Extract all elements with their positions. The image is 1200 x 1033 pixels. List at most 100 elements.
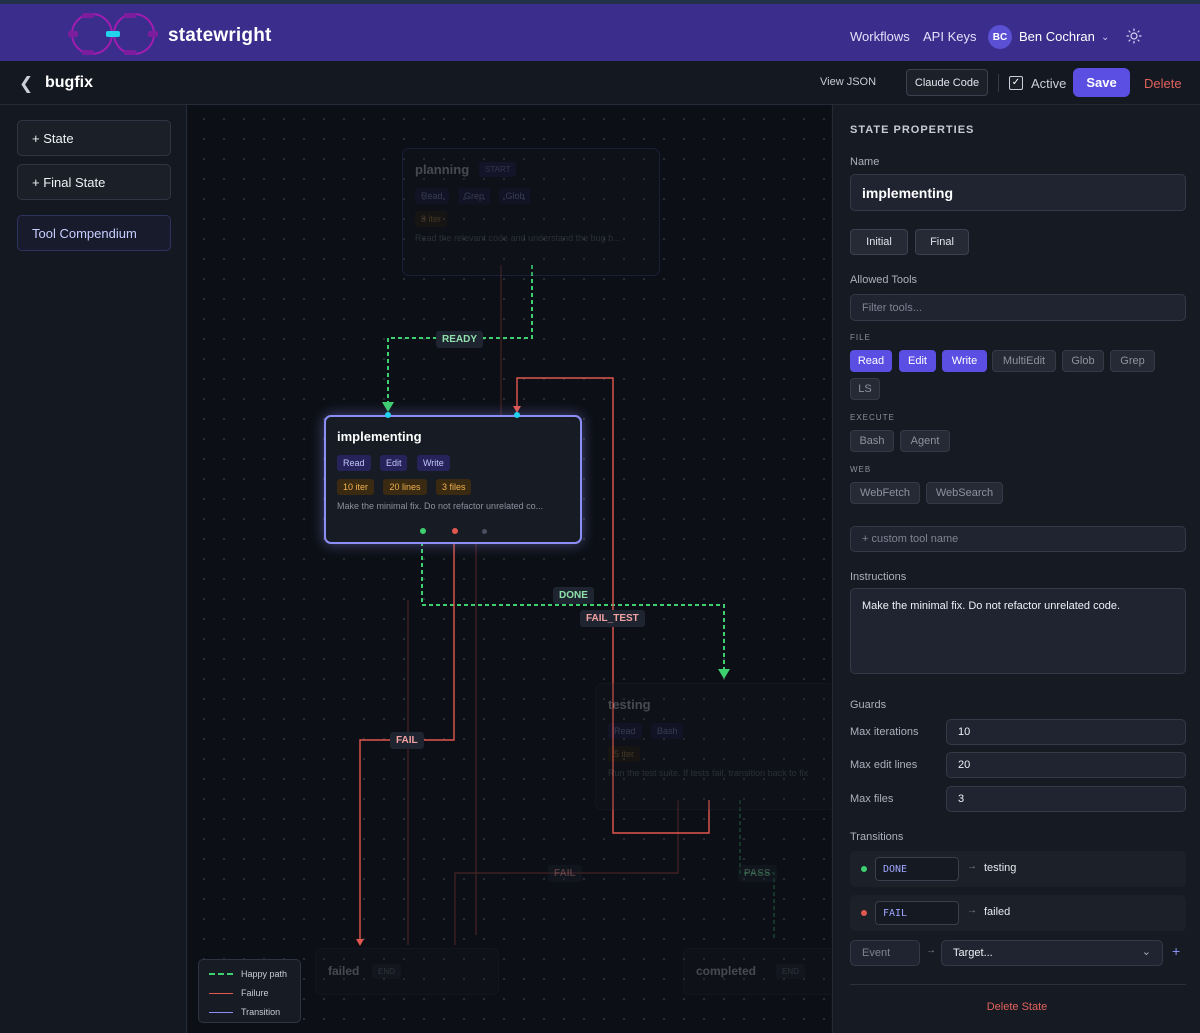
workflow-header: ❮ bugfix View JSON Claude Code ✓ Active …: [0, 61, 1200, 105]
failure-handle[interactable]: [452, 528, 458, 534]
tool-tag: Write: [416, 455, 450, 471]
node-description: Read the relevant code and understand th…: [415, 233, 621, 243]
node-planning[interactable]: planning START Read Grep Glob 8 iter Rea…: [402, 148, 660, 276]
save-button[interactable]: Save: [1073, 68, 1130, 97]
workflow-name: bugfix: [45, 74, 93, 91]
tool-chip-write[interactable]: Write: [942, 350, 987, 372]
theme-toggle-icon[interactable]: [1126, 28, 1142, 44]
delete-state-button[interactable]: Delete State: [986, 1001, 1048, 1013]
max-iterations-input[interactable]: 10: [946, 719, 1186, 745]
initial-button[interactable]: Initial: [850, 229, 908, 255]
claude-code-button[interactable]: Claude Code: [906, 69, 988, 96]
tool-chip-read[interactable]: Read: [850, 350, 892, 372]
arrow-right-icon: →: [967, 905, 977, 916]
transition-event-input[interactable]: FAIL: [875, 901, 959, 925]
guard-tag: 5 iter: [608, 746, 641, 762]
view-json-button[interactable]: View JSON: [820, 76, 877, 88]
tool-chip-bash[interactable]: Bash: [850, 430, 894, 452]
edge-testing-fail: [454, 800, 679, 945]
tool-chip-grep[interactable]: Grep: [1110, 350, 1155, 372]
edge-ready-arrow: [382, 402, 394, 412]
add-state-button[interactable]: + State: [17, 120, 171, 156]
node-title: testing: [608, 697, 651, 712]
tool-tag: Read: [337, 455, 371, 471]
user-name[interactable]: Ben Cochran: [1019, 29, 1095, 44]
node-title: implementing: [337, 429, 422, 444]
edge-fail-arrow: [356, 939, 364, 946]
back-icon[interactable]: ❮: [19, 74, 34, 93]
tool-chip-glob[interactable]: Glob: [1062, 350, 1104, 372]
edge-label-ready[interactable]: READY: [436, 331, 484, 348]
target-select[interactable]: Target... ⌄: [941, 940, 1163, 966]
tool-compendium-button[interactable]: Tool Compendium: [17, 215, 171, 251]
section-web: WEB: [850, 465, 872, 474]
delete-workflow-button[interactable]: Delete: [1144, 76, 1182, 91]
node-title: completed: [696, 964, 757, 978]
legend-failure: Failure: [209, 988, 269, 998]
state-name-input[interactable]: implementing: [850, 174, 1186, 211]
start-badge: START: [479, 162, 517, 177]
guards-label: Guards: [850, 699, 887, 711]
filter-tools-input[interactable]: Filter tools...: [850, 294, 1186, 321]
nav-workflows[interactable]: Workflows: [850, 29, 910, 44]
chevron-down-icon[interactable]: ⌄: [1101, 32, 1110, 43]
tool-tag: Read: [608, 723, 642, 739]
target-select-label: Target...: [953, 947, 993, 959]
add-final-state-button[interactable]: + Final State: [17, 164, 171, 200]
node-failed[interactable]: failed END: [315, 948, 499, 995]
node-implementing[interactable]: implementing Read Edit Write 10 iter 20 …: [324, 415, 582, 544]
section-execute: EXECUTE: [850, 413, 895, 422]
edge-label-done[interactable]: DONE: [553, 587, 594, 604]
tool-tag: Bash: [650, 723, 684, 739]
node-completed[interactable]: completed END: [683, 948, 831, 995]
custom-tool-input[interactable]: + custom tool name: [850, 526, 1186, 552]
transitions-label: Transitions: [850, 831, 904, 843]
final-button[interactable]: Final: [915, 229, 969, 255]
edge-done: [421, 535, 725, 671]
instructions-textarea[interactable]: Make the minimal fix. Do not refactor un…: [850, 588, 1186, 674]
legend-happy: Happy path: [209, 969, 287, 979]
max-edit-lines-input[interactable]: 20: [946, 752, 1186, 778]
legend-label: Happy path: [241, 969, 288, 979]
new-event-input[interactable]: Event: [850, 940, 920, 966]
transition-target[interactable]: failed: [984, 906, 1011, 918]
transition-handle[interactable]: [482, 529, 487, 534]
tool-chip-agent[interactable]: Agent: [900, 430, 950, 452]
max-files-input[interactable]: 3: [946, 786, 1186, 812]
active-checkbox[interactable]: ✓: [1009, 76, 1023, 90]
tool-chip-edit[interactable]: Edit: [899, 350, 936, 372]
happy-handle[interactable]: [420, 528, 426, 534]
tool-chip-ls[interactable]: LS: [850, 378, 880, 400]
top-nav: statewright Workflows API Keys BC Ben Co…: [0, 0, 1200, 61]
edge-label-pass[interactable]: PASS: [738, 865, 777, 882]
add-transition-button[interactable]: +: [1172, 943, 1181, 959]
node-testing[interactable]: testing Read Bash 5 iter Run the test su…: [595, 683, 831, 810]
tool-chip-websearch[interactable]: WebSearch: [926, 482, 1003, 504]
edge-fail-test-arrow: [513, 406, 521, 413]
legend: Happy path Failure Transition: [198, 959, 301, 1023]
edge-label-fail-testing[interactable]: FAIL: [548, 865, 582, 882]
guard-tag: 3 files: [435, 479, 472, 495]
tool-tag: Grep: [457, 188, 490, 204]
end-badge: END: [776, 964, 805, 979]
input-handle[interactable]: [514, 412, 520, 418]
transition-target[interactable]: testing: [984, 862, 1017, 874]
input-handle[interactable]: [385, 412, 391, 418]
tool-tag: Glob: [499, 188, 531, 204]
guard-tag: 20 lines: [383, 479, 427, 495]
edge-ready: [387, 265, 533, 404]
transition-event-input[interactable]: DONE: [875, 857, 959, 881]
nav-api-keys[interactable]: API Keys: [923, 29, 977, 44]
legend-transition: Transition: [209, 1007, 280, 1017]
arrow-right-icon: →: [926, 945, 936, 956]
left-sidebar: + State + Final State Tool Compendium: [0, 105, 187, 1033]
transition-row: DONE → testing: [850, 851, 1186, 887]
workflow-canvas[interactable]: planning START Read Grep Glob 8 iter Rea…: [188, 105, 831, 1033]
edge-label-fail[interactable]: FAIL: [390, 732, 424, 749]
max-files-label: Max files: [850, 793, 894, 805]
tool-tag: Read: [415, 188, 449, 204]
avatar[interactable]: BC: [988, 25, 1012, 49]
tool-chip-multiedit[interactable]: MultiEdit: [992, 350, 1056, 372]
tool-chip-webfetch[interactable]: WebFetch: [850, 482, 920, 504]
edge-label-fail-test[interactable]: FAIL_TEST: [580, 610, 645, 627]
